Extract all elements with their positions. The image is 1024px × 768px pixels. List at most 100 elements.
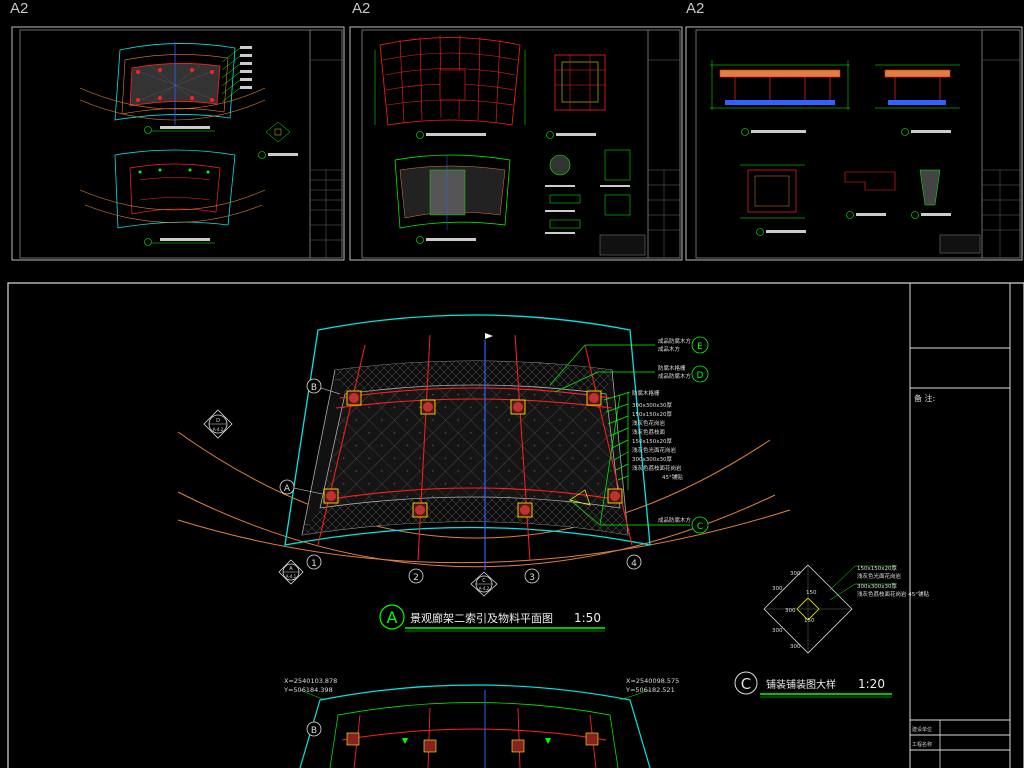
- site-boundary-arcs: [177, 431, 791, 568]
- section-marker-a: A A-4.1: [278, 559, 304, 585]
- svg-text:4: 4: [631, 559, 637, 569]
- svg-text:3: 3: [529, 573, 535, 583]
- callout-e: E: [691, 336, 709, 354]
- svg-text:C: C: [741, 675, 751, 693]
- grid-bubble-b: B: [306, 378, 322, 394]
- coordinate-labels: X=2540103.878 Y=506184.398 X=2540098.575…: [283, 677, 679, 694]
- svg-text:防腐木格栅: 防腐木格栅: [632, 389, 660, 397]
- main-sheet-frame: [7, 282, 1024, 768]
- svg-text:A-4.2: A-4.2: [213, 427, 224, 432]
- svg-text:成品防腐木方: 成品防腐木方: [658, 337, 692, 345]
- sheet-size-tag-2: A2: [352, 0, 371, 17]
- lower-plan-partial: B: [299, 684, 651, 768]
- svg-text:300: 300: [790, 644, 801, 650]
- columns: [323, 390, 623, 518]
- svg-text:150: 150: [804, 618, 815, 624]
- callout-c: C: [691, 516, 709, 534]
- border-brick-fill-top: [335, 361, 612, 394]
- column-a3: [517, 502, 533, 518]
- thumbnail-sheet-1[interactable]: [11, 26, 345, 261]
- grid-bubble-4: 4: [626, 554, 642, 570]
- svg-text:300x300x30厚: 300x300x30厚: [632, 402, 673, 409]
- grid-bubble-2: 2: [408, 568, 424, 584]
- column-a1: [323, 488, 339, 504]
- section-marker-c: C A-4.2: [470, 571, 498, 597]
- svg-text:Y=506182.521: Y=506182.521: [625, 686, 675, 694]
- column-b2: [420, 399, 436, 415]
- north-flag-icon: [485, 333, 493, 339]
- sheet-size-tag-3: A2: [686, 0, 705, 17]
- thumbnail-sheet-2[interactable]: [349, 26, 683, 261]
- roof-outline: [284, 314, 651, 546]
- svg-text:150x150x20厚: 150x150x20厚: [632, 411, 673, 418]
- svg-text:A-4.1: A-4.1: [286, 574, 297, 579]
- column-b3: [510, 399, 526, 415]
- svg-text:成品防腐木方: 成品防腐木方: [658, 516, 692, 524]
- svg-text:300: 300: [785, 608, 796, 614]
- svg-text:300x300x30厚: 300x300x30厚: [857, 583, 898, 590]
- plan-title-a: A 景观廊架二索引及物料平面图 1:50: [379, 604, 605, 632]
- titleblock-remarks: 备 注:: [914, 393, 935, 403]
- svg-text:A-4.2: A-4.2: [479, 586, 490, 591]
- svg-text:浅灰色荔枝面花岗岩: 浅灰色荔枝面花岗岩: [632, 464, 682, 472]
- svg-text:E: E: [697, 342, 703, 352]
- svg-text:1:20: 1:20: [858, 677, 885, 691]
- beam-lines: [324, 387, 621, 501]
- svg-text:A: A: [387, 608, 398, 627]
- svg-text:浅灰色荔枝面: 浅灰色荔枝面: [632, 428, 666, 436]
- column-a4: [607, 488, 623, 504]
- svg-text:A: A: [284, 484, 291, 494]
- paving-detail-c: 300 300 150 300 300 300 150 150x150x20厚 …: [763, 564, 929, 654]
- svg-text:景观廊架二索引及物料平面图: 景观廊架二索引及物料平面图: [410, 611, 553, 625]
- column-a2: [412, 502, 428, 518]
- svg-text:D: D: [216, 418, 220, 424]
- svg-text:X=2540098.575: X=2540098.575: [626, 677, 679, 685]
- svg-text:300: 300: [790, 571, 801, 577]
- svg-text:浅灰色光面花岗岩: 浅灰色光面花岗岩: [632, 446, 677, 454]
- svg-text:1:50: 1:50: [574, 611, 601, 625]
- material-leaders: [549, 344, 690, 526]
- svg-text:C: C: [697, 522, 703, 532]
- svg-text:成品防腐木方: 成品防腐木方: [658, 372, 692, 380]
- svg-text:B: B: [311, 383, 317, 393]
- leader-notes: 成品防腐木方 成品木方 防腐木格栅 成品防腐木方 防腐木格栅 300x300x3…: [632, 337, 692, 524]
- svg-text:300: 300: [772, 586, 783, 592]
- grid-bubble-a: A: [279, 479, 295, 495]
- svg-text:浅灰色荔枝面花岗岩 45°铺贴: 浅灰色荔枝面花岗岩 45°铺贴: [857, 590, 929, 598]
- paving-inner-field: [319, 384, 621, 509]
- column-b1: [346, 390, 362, 406]
- svg-text:Y=506184.398: Y=506184.398: [283, 686, 333, 694]
- svg-text:C: C: [482, 578, 486, 584]
- svg-text:45°铺贴: 45°铺贴: [662, 473, 683, 481]
- border-brick-fill-bottom: [302, 497, 628, 535]
- svg-text:成品木方: 成品木方: [658, 345, 681, 353]
- svg-text:300: 300: [772, 628, 783, 634]
- column-grid-lines: [317, 334, 633, 561]
- svg-text:浅灰色光面花岗岩: 浅灰色光面花岗岩: [857, 572, 902, 580]
- detail-title-c: C 铺装铺装图大样 1:20: [734, 671, 892, 698]
- sheet-size-tag-1: A2: [10, 0, 29, 17]
- column-b4: [586, 390, 602, 406]
- grid-bubble-b-lower: B: [306, 721, 322, 737]
- svg-text:150x150x20厚: 150x150x20厚: [632, 438, 673, 445]
- svg-text:150: 150: [806, 590, 817, 596]
- svg-text:B: B: [311, 726, 317, 736]
- svg-text:1: 1: [311, 559, 317, 569]
- svg-text:浅灰色花岗岩: 浅灰色花岗岩: [632, 419, 666, 427]
- svg-text:A: A: [289, 566, 293, 572]
- leader-arrow-marker: [569, 489, 591, 506]
- callout-d: D: [691, 365, 709, 383]
- svg-text:D: D: [697, 371, 704, 381]
- grid-bubble-3: 3: [524, 568, 540, 584]
- grid-bubble-1: 1: [306, 554, 322, 570]
- svg-text:150x150x20厚: 150x150x20厚: [857, 565, 898, 572]
- svg-text:铺装铺装图大样: 铺装铺装图大样: [766, 678, 836, 691]
- thumbnail-sheet-3[interactable]: [685, 26, 1023, 261]
- titleblock-label-client: 建设单位: [912, 726, 932, 733]
- svg-text:防腐木格栅: 防腐木格栅: [658, 364, 686, 372]
- titleblock-label-project: 工程名称: [912, 741, 932, 748]
- svg-text:300x300x30厚: 300x300x30厚: [632, 456, 673, 463]
- svg-text:2: 2: [413, 573, 419, 583]
- section-marker-d: D A-4.2: [203, 409, 233, 439]
